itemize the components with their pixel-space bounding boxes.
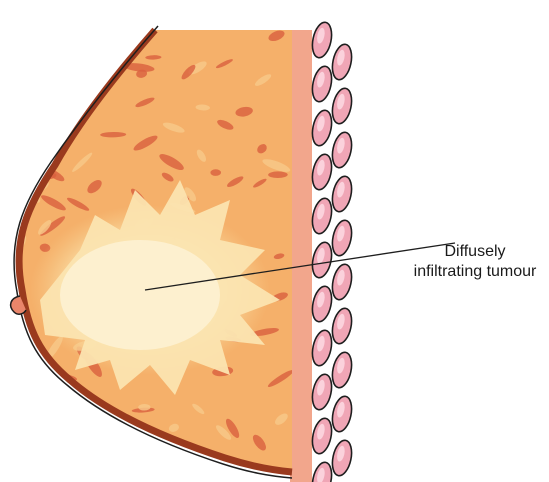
tissue-streak	[40, 417, 65, 426]
tissue-streak	[12, 353, 32, 368]
annotation-line-1: Diffusely	[400, 242, 549, 262]
chest-wall-band	[290, 30, 312, 482]
tissue-streak	[129, 445, 159, 457]
rib-cage-illustration	[309, 21, 354, 482]
tissue-streak	[99, 448, 128, 462]
tissue-streak	[35, 60, 50, 69]
tissue-streak	[10, 186, 33, 193]
tissue-streak	[44, 28, 68, 52]
tissue-streak	[19, 105, 31, 121]
tissue-streak	[14, 365, 35, 381]
tissue-streak	[32, 97, 53, 113]
annotation-line-2: infiltrating tumour	[400, 262, 549, 282]
tissue-streak	[29, 408, 53, 418]
tissue-streak	[103, 41, 116, 52]
tissue-streak	[25, 141, 46, 150]
tissue-streak	[36, 119, 51, 132]
tissue-streak	[9, 447, 32, 464]
tissue-streak	[54, 22, 76, 51]
breast-tissue	[9, 22, 295, 472]
tissue-streak	[34, 425, 49, 441]
tissue-streak	[31, 34, 54, 55]
annotation-label: Diffusely infiltrating tumour	[400, 242, 549, 282]
